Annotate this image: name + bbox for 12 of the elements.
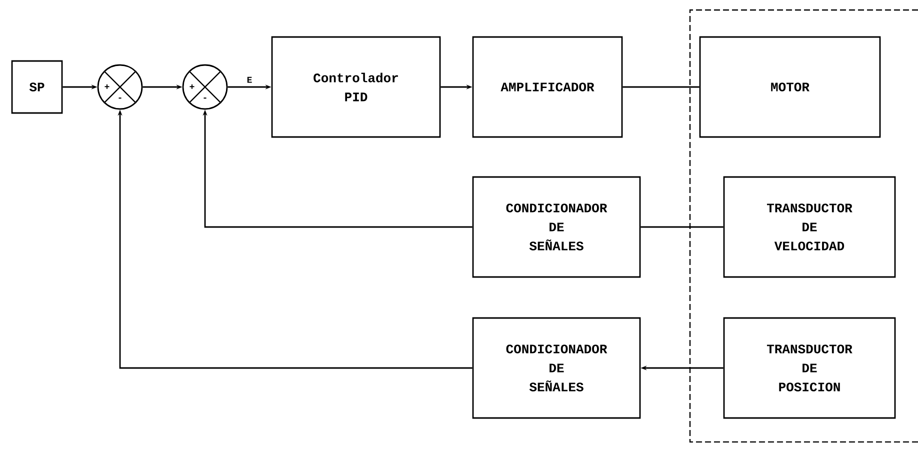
block-box: AMPLIFICADOR: [472, 36, 623, 138]
block-box: MOTOR: [699, 36, 881, 138]
block-box: CONDICIONADOR DE SEÑALES: [472, 176, 641, 278]
dashed-boundary: [689, 9, 918, 443]
block-box: TRANSDUCTOR DE POSICION: [723, 317, 896, 419]
summing-junction: + -: [182, 64, 228, 110]
edge-label: E: [247, 76, 252, 83]
summing-junction: + -: [97, 64, 143, 110]
block-box: CONDICIONADOR DE SEÑALES: [472, 317, 641, 419]
block-box: TRANSDUCTOR DE VELOCIDAD: [723, 176, 896, 278]
block-box: SP: [11, 60, 63, 114]
block-box: Controlador PID: [271, 36, 441, 138]
